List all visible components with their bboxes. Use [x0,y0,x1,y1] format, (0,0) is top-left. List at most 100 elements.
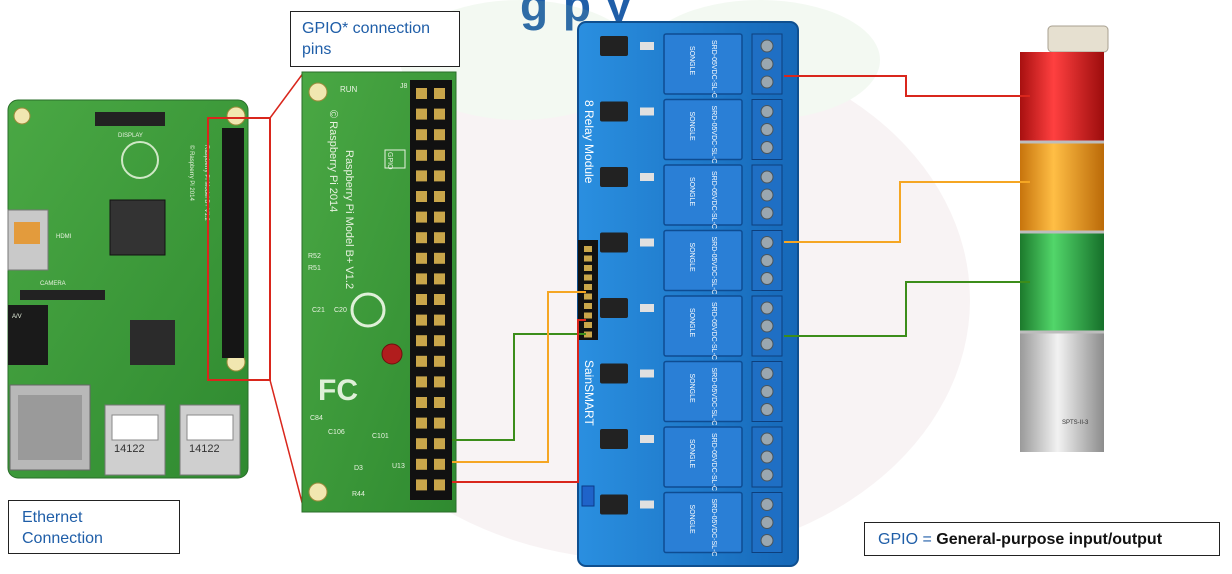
gpio-pin [416,438,427,450]
relay-module-brand: SainSMART [582,360,596,426]
relay-label: SRD-05VDC-SL-C [710,302,717,360]
zoom-r52-label: R52 [308,253,321,260]
relay: SRD-05VDC-SL-C SONGLE [600,491,783,557]
gpio-pins-callout: GPIO* connection pins [290,11,460,67]
relay-input-pin [584,303,592,309]
ethernet-callout: Ethernet Connection [8,500,180,554]
gpio-pin [434,458,445,470]
gpio-header-zoom [410,80,452,500]
gpio-pin [416,376,427,388]
relay-input-pin [584,265,592,271]
relay: SRD-05VDC-SL-C SONGLE [600,295,783,360]
zoom-u13-label: U13 [392,463,405,470]
gpio-pin [416,191,427,202]
board-av-label: A/V [12,314,22,320]
gpio-pin [416,479,427,491]
relay-brand-label: SONGLE [688,439,695,469]
gpio-pins-label: GPIO* connection pins [302,20,431,58]
relay-brand-label: SONGLE [688,308,695,338]
ethernet-label: Ethernet Connection [22,509,103,547]
relay-list: SRD-05VDC-SL-C SONGLE SRD-05VDC-SL-C SONGLE… [600,33,783,557]
gpio-pin [434,294,445,305]
gpio-pin [434,314,445,326]
gpio-pin [434,376,445,388]
raspberry-pi-board: 14122 14122 DISPLAY HDMI CAMERA A/V Rasp… [7,99,271,479]
relay-module: SRD-05VDC-SL-C SONGLE SRD-05VDC-SL-C SONGLE… [577,21,799,567]
relay-input-pin [584,284,592,290]
relay-input-pin [584,255,592,262]
zoom-line-bottom [269,379,305,511]
tower-light-amber [1020,142,1104,232]
relay: SRD-05VDC-SL-C SONGLE [600,426,783,491]
gpio-definition-callout: GPIO = General-purpose input/output [864,522,1220,556]
zoom-c21-label: C21 [312,307,325,314]
gpio-pin [416,417,427,429]
relay-label: SRD-05VDC-SL-C [710,237,717,295]
gpio-definition-text: General-purpose input/output [936,531,1163,548]
gpio-pin [416,397,427,408]
gpio-pins [416,88,445,491]
gpio-pin [434,417,445,429]
gpio-pin [434,355,445,367]
gpio-pin [416,335,427,347]
gpio-pin [416,252,427,264]
relay-module-name: 8 Relay Module [582,100,596,184]
gpio-pin [434,211,445,223]
board-camera-label: CAMERA [40,281,66,287]
relay-label: SRD-05VDC-SL-C [710,106,717,164]
gpio-pin [416,170,427,182]
relay-label: SRD-05VDC-SL-C [710,40,717,98]
zoom-r51-label: R51 [308,265,321,272]
gpio-definition-prefix: GPIO = [878,531,937,548]
relay-label: SRD-05VDC-SL-C [710,171,717,229]
relay: SRD-05VDC-SL-C SONGLE [600,360,783,426]
relay-label: SRD-05VDC-SL-C [710,433,717,491]
tower-light-red [1020,52,1104,142]
relay-brand-label: SONGLE [688,374,695,404]
relay-input-pin [584,293,592,300]
tower-light-green [1020,232,1104,332]
board-copyright-label: © Raspberry Pi 2014 [188,145,195,201]
relay-input-pin [584,322,592,328]
gpio-zoom-view: RUN J8 GPIO © Raspberry Pi 2014 Raspberr… [301,71,457,513]
relay-input-pins [584,246,592,338]
relay-label: SRD-05VDC-SL-C [710,368,717,426]
gpio-pin [434,335,445,347]
zoom-line-top [269,71,305,119]
relay: SRD-05VDC-SL-C SONGLE [600,229,783,295]
gpio-pin [434,397,445,408]
zoom-d3-label: D3 [354,465,363,472]
relay-input-pin [584,331,592,338]
relay: SRD-05VDC-SL-C SONGLE [600,98,783,164]
gpio-pin [434,232,445,244]
relay-brand-label: SONGLE [688,505,695,535]
gpio-pin [434,129,445,141]
gpio-pin [434,149,445,161]
wire-orange-light [784,181,1030,243]
gpio-pin [434,252,445,264]
zoom-model-label: Raspberry Pi Model B+ V1.2 [343,150,355,289]
gpio-pin [416,149,427,161]
gpio-pin [434,170,445,182]
wire-green-gpio [452,333,586,441]
relay-input-pin [584,312,592,319]
gpio-pin [434,479,445,491]
gpio-pin [416,355,427,367]
zoom-run-label: RUN [340,85,358,94]
gpio-pin [416,88,427,99]
gpio-pin [416,294,427,305]
wire-orange-gpio [452,291,586,463]
wires [452,75,1030,483]
relay-brand-label: SONGLE [688,243,695,273]
usb-label-1: 14122 [114,443,145,455]
zoom-c106-label: C106 [328,429,345,436]
fcc-mark: FC [318,374,358,407]
relay-label: SRD-05VDC-SL-C [710,499,717,557]
relay-brand-label: SONGLE [688,112,695,142]
gpio-pin [434,191,445,202]
gpio-pin [416,232,427,244]
zoom-gpio-label: GPIO [386,152,393,170]
gpio-pin [434,438,445,450]
